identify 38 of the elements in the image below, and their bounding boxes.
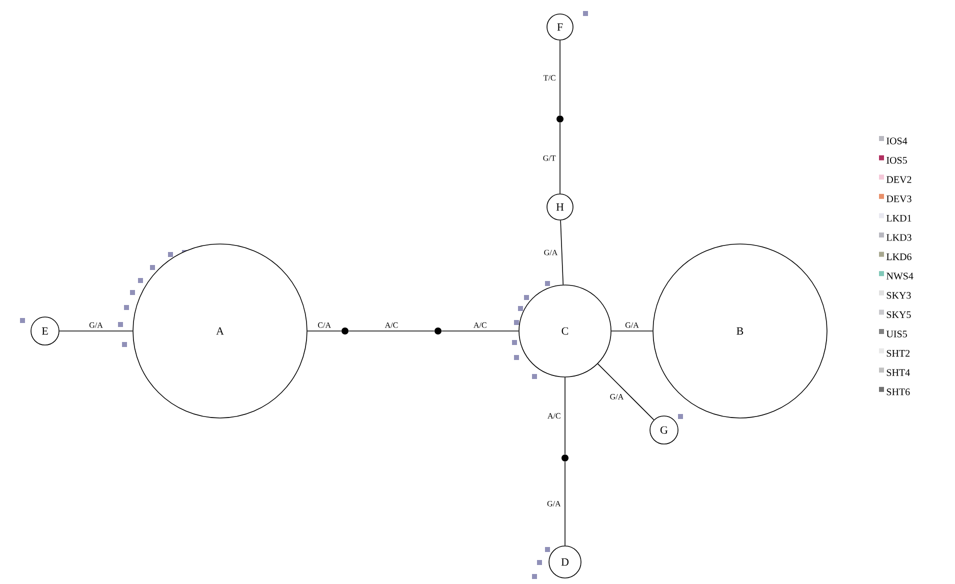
legend-text: DEV2	[886, 176, 912, 183]
edge-label: G/A	[88, 321, 104, 329]
median-vector-dot	[562, 454, 568, 462]
legend-text: IOS4	[886, 138, 908, 144]
edge-label: G/T	[542, 154, 557, 162]
edge-label: A/C	[472, 321, 488, 329]
edge-label: G/A	[608, 393, 625, 400]
edge-label: C/A	[316, 321, 332, 329]
connector-line	[611, 330, 653, 332]
edge-label: A/C	[384, 321, 400, 329]
legend-text: SHT6	[886, 388, 910, 396]
median-vector-dot	[556, 116, 564, 122]
legend-text: SKY3	[886, 292, 911, 299]
connector-line	[597, 363, 654, 420]
edge-label: G/A	[624, 321, 640, 329]
connector-line	[348, 330, 435, 332]
median-vector-dot	[434, 328, 442, 334]
edge-label: G/A	[546, 500, 562, 508]
legend-text: NWS4	[886, 272, 914, 280]
connector-line	[564, 377, 566, 455]
edge-label: A/C	[546, 412, 562, 420]
connector-line	[307, 330, 342, 332]
connector-line	[560, 220, 564, 286]
legend-text: LKD3	[886, 234, 912, 241]
edge-label: T/C	[542, 74, 557, 82]
legend-text: SHT4	[886, 369, 910, 376]
legend-text: IOS5	[886, 156, 907, 164]
legend-text: LKD1	[886, 214, 912, 222]
legend-text: LKD6	[886, 253, 912, 260]
legend-text: DEV3	[886, 196, 912, 202]
connector-line	[441, 330, 519, 332]
legend-text: SKY5	[886, 311, 911, 318]
median-vector-dot	[342, 328, 348, 334]
connector-line	[564, 461, 566, 546]
legend-text: SHT2	[886, 350, 910, 357]
edge-label: G/A	[542, 248, 559, 256]
legend-text: UIS5	[886, 330, 907, 338]
connector-line	[59, 330, 133, 332]
